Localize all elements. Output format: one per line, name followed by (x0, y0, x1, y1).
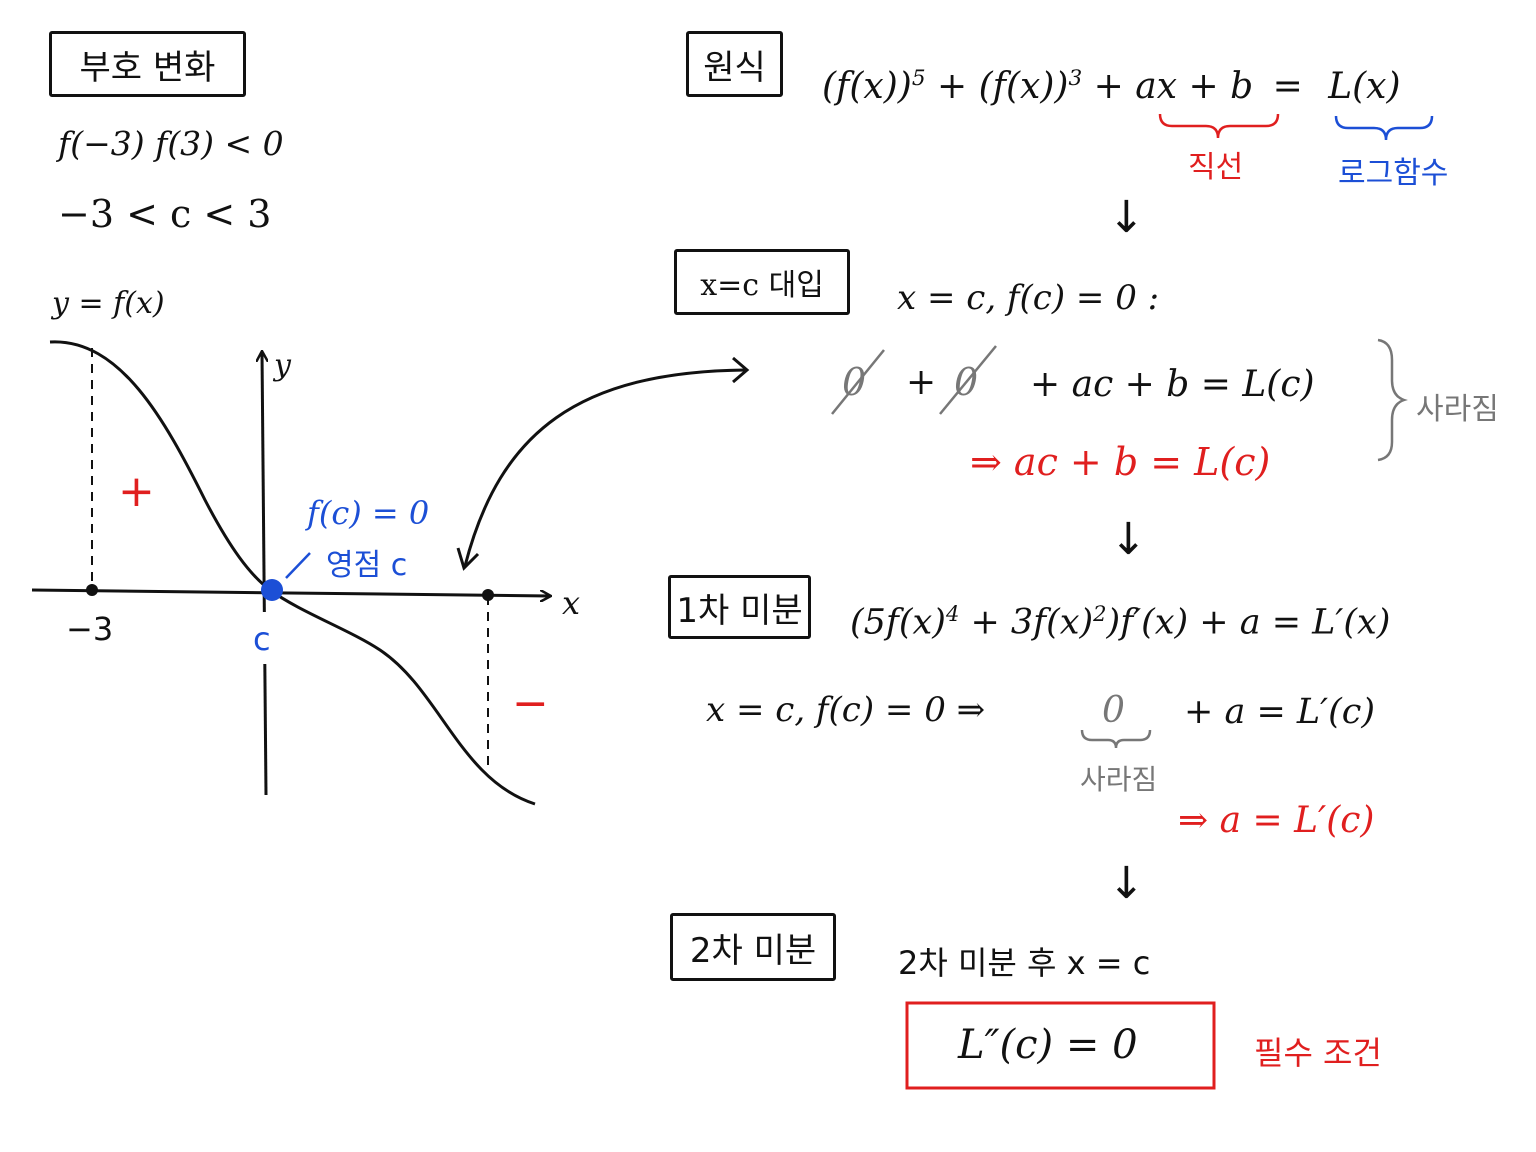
substitute-result: ⇒ ac + b = L(c) (970, 440, 1271, 484)
log-label: 로그함수 (1338, 156, 1449, 191)
zero-term: 0 (1102, 690, 1125, 731)
x-axis (31, 588, 550, 596)
zero-note: 영점 c (326, 548, 408, 583)
first-derivative-title: 1차 미분 (676, 590, 803, 631)
first-derivative-result: ⇒ a = L′(c) (1178, 800, 1375, 841)
point-3 (482, 589, 494, 601)
curved-double-arrow (463, 368, 746, 567)
necessary-condition-note: 필수 조건 (1254, 1034, 1382, 1072)
tick-neg3: −3 (66, 610, 114, 648)
necessary-condition-result: L″(c) = 0 (958, 1022, 1138, 1068)
result-box (905, 1001, 1216, 1090)
log-term: L(x) (1328, 66, 1401, 107)
original-equation: (f(x))5 + (f(x))3 + ax + b = L(x) (822, 66, 1401, 107)
brace-log (1334, 115, 1434, 141)
vanish-label-1: 사라짐 (1416, 392, 1499, 427)
zero-label: f(c) = 0 (307, 494, 430, 532)
sign-change-title-box: 부호 변화 (49, 31, 246, 97)
second-derivative-desc: 2차 미분 후 x = c (898, 944, 1151, 982)
second-derivative-title-box: 2차 미분 (670, 913, 836, 981)
down-arrow-1: ↓ (1108, 192, 1145, 243)
original-eq-title-box: 원식 (686, 31, 783, 97)
first-derivative-condition: x = c, f(c) = 0 ⇒ (706, 690, 986, 730)
plus-region: + (118, 466, 155, 517)
down-arrow-2: ↓ (1110, 514, 1147, 565)
x-axis-label: x (562, 584, 581, 622)
curve-label: y = f(x) (52, 286, 165, 321)
y-axis (262, 352, 266, 796)
point-neg3 (86, 584, 98, 596)
crossed-zero-1: 0 (842, 360, 867, 404)
sign-condition-1: f(−3) f(3) < 0 (58, 124, 284, 163)
brace-linear (1158, 113, 1280, 139)
substitute-plus: + (906, 362, 937, 403)
brace-zero (1080, 729, 1152, 749)
original-eq-title: 원식 (703, 47, 766, 88)
zero-point-c (261, 579, 283, 601)
sign-change-title: 부호 변화 (79, 47, 216, 88)
strike-zero-2 (939, 345, 997, 415)
crossed-zero-2: 0 (954, 360, 979, 404)
linear-label: 직선 (1188, 150, 1244, 185)
vanish-label-2: 사라짐 (1080, 763, 1158, 796)
first-derivative-rest: + a = L′(c) (1184, 692, 1375, 732)
substitute-title-box: x=c 대입 (674, 249, 850, 315)
first-derivative-equation: (5f(x)4 + 3f(x)2)f′(x) + a = L′(x) (850, 602, 1391, 643)
substitute-condition: x = c, f(c) = 0 : (897, 278, 1160, 318)
strike-zero-1 (831, 349, 885, 415)
brace-vanish (1377, 338, 1408, 462)
second-derivative-title: 2차 미분 (689, 930, 817, 971)
linear-term: ax + b (1135, 66, 1254, 107)
zero-pointer (285, 552, 311, 579)
first-derivative-title-box: 1차 미분 (668, 575, 811, 639)
down-arrow-3: ↓ (1108, 858, 1145, 909)
tick-c: c (253, 620, 271, 658)
y-axis-label: y (274, 348, 291, 383)
minus-region: − (512, 678, 549, 729)
sign-condition-2: −3 < c < 3 (58, 192, 272, 236)
substitute-rest: + ac + b = L(c) (1030, 364, 1315, 405)
substitute-title: x=c 대입 (700, 268, 824, 303)
